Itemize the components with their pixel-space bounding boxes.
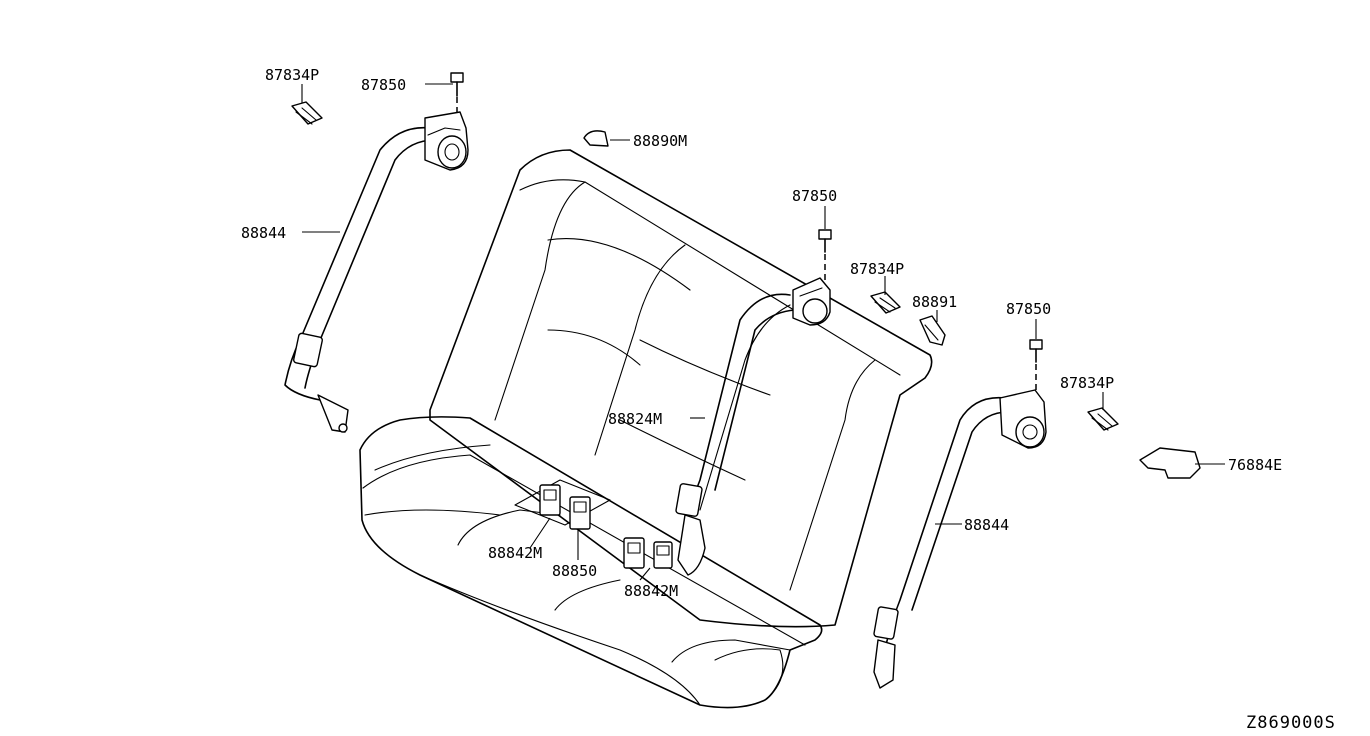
diagram-code: Z869000S [1246, 713, 1336, 733]
buckles [514, 479, 673, 569]
center-seat-belt-88824M [675, 229, 946, 576]
bolt-icon [1029, 339, 1043, 392]
clip-icon [291, 101, 323, 125]
rear-seat-assembly [359, 149, 933, 709]
bracket-icon [919, 315, 946, 346]
bolt-icon [450, 72, 464, 115]
callout-label: 87850 [361, 76, 406, 94]
callout-label: 87834P [1060, 374, 1114, 392]
plate-icon [1139, 447, 1201, 479]
callout-label: 88891 [912, 293, 957, 311]
callout-label: 88844 [241, 224, 286, 242]
callout-label: 88842M [624, 582, 678, 600]
callout-label: 88824M [608, 410, 662, 428]
callout-label: 76884E [1228, 456, 1282, 474]
clip-icon [1087, 407, 1119, 431]
callout-label: 88842M [488, 544, 542, 562]
callout-labels: 87834P 87850 88890M 88844 87850 87834P 8… [241, 66, 1336, 733]
clip-icon [870, 291, 901, 314]
seat-back [429, 149, 933, 628]
callout-label: 87850 [792, 187, 837, 205]
callout-label: 88844 [964, 516, 1009, 534]
callout-label: 88890M [633, 132, 687, 150]
right-seat-belt-88844 [873, 339, 1201, 689]
callout-label: 87834P [265, 66, 319, 84]
retractor-right [999, 389, 1047, 449]
bolt-icon [818, 229, 832, 280]
retractor-left [424, 111, 469, 171]
retractor-center [792, 277, 831, 326]
buckle-icon [623, 537, 673, 569]
callout-label: 87834P [850, 260, 904, 278]
left-seat-belt-88844 [284, 72, 609, 433]
cover-icon [583, 130, 609, 147]
leader-lines [301, 83, 1225, 581]
buckle-icon [539, 484, 591, 530]
callout-label: 87850 [1006, 300, 1051, 318]
callout-label: 88850 [552, 562, 597, 580]
